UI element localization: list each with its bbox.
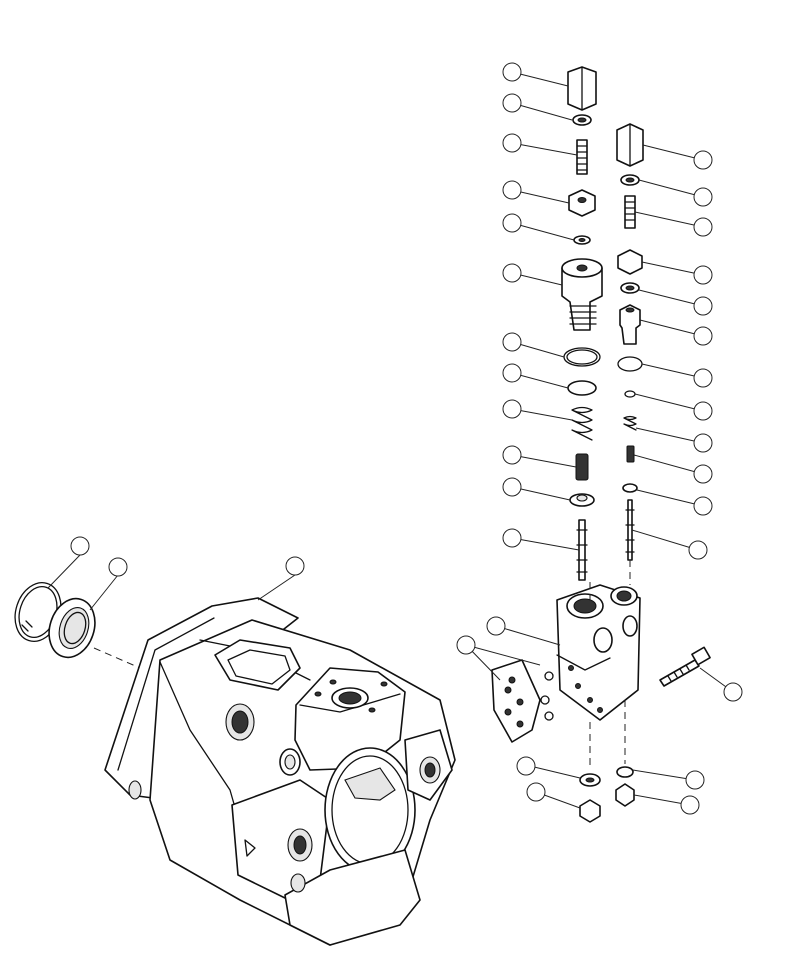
callout-circle — [502, 62, 522, 82]
callout-circle — [502, 332, 522, 352]
callout-circle — [693, 296, 713, 316]
valve-stack-right — [616, 123, 644, 561]
callout-circle — [693, 265, 713, 285]
callout-circle — [693, 496, 713, 516]
callout-circle — [680, 795, 700, 815]
callout-circle — [502, 263, 522, 283]
callout-circle — [693, 464, 713, 484]
callout-leaders — [47, 71, 734, 809]
callout-circle — [456, 635, 476, 655]
callout-circle — [693, 187, 713, 207]
callout-circle — [502, 133, 522, 153]
adjusting-screw — [576, 139, 588, 175]
callout-circle — [688, 540, 708, 560]
shaft-seal — [48, 597, 96, 659]
callout-circle — [285, 556, 305, 576]
bottom-plugs — [579, 766, 635, 823]
callout-circle — [502, 180, 522, 200]
cap-screw — [659, 646, 711, 687]
callout-circle — [526, 782, 546, 802]
callout-circle — [502, 363, 522, 383]
spring-small — [575, 453, 589, 481]
callout-circle — [693, 433, 713, 453]
callout-circle — [693, 217, 713, 237]
callout-circle — [502, 528, 522, 548]
callout-circle — [693, 326, 713, 346]
valve-block — [556, 584, 641, 721]
callout-circle — [502, 93, 522, 113]
callout-circle — [108, 557, 128, 577]
callout-circle — [502, 213, 522, 233]
callout-circle — [693, 401, 713, 421]
callout-circle — [685, 770, 705, 790]
o-ring — [563, 347, 601, 367]
valve-stack-left — [561, 66, 603, 581]
shaft-axis-line — [93, 647, 141, 669]
spring-large — [571, 406, 593, 441]
callout-circle — [502, 399, 522, 419]
callout-balloons — [70, 62, 743, 815]
callout-circle — [502, 477, 522, 497]
gasket-plate — [491, 659, 554, 743]
callout-circle — [693, 150, 713, 170]
callout-circle — [486, 616, 506, 636]
callout-circle — [723, 682, 743, 702]
disc — [567, 380, 597, 396]
callout-circle — [516, 756, 536, 776]
pump-housing — [104, 597, 456, 946]
spool — [578, 519, 586, 581]
callout-circle — [70, 536, 90, 556]
callout-circle — [693, 368, 713, 388]
callout-circle — [502, 445, 522, 465]
